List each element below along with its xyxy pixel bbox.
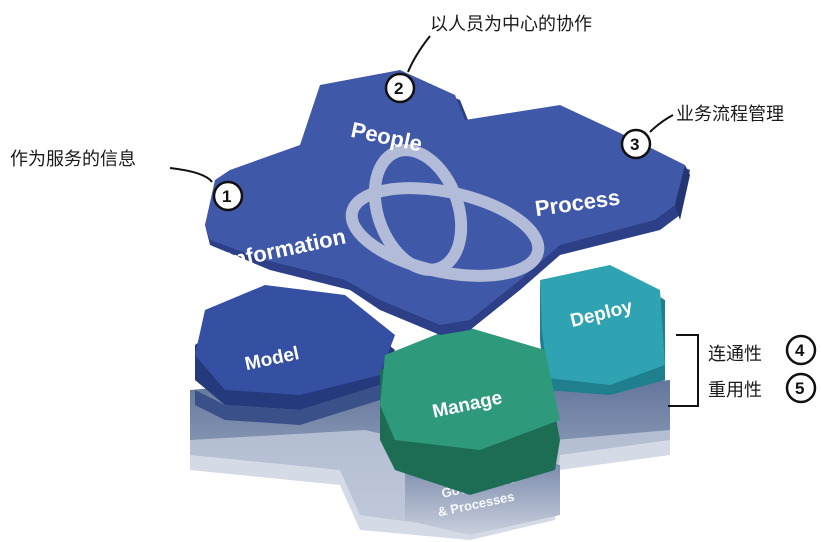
callout-3-num: 3 [630, 135, 639, 154]
callout-3: 业务流程管理 3 [620, 104, 784, 160]
callout-1-circle [212, 180, 244, 212]
callout-4-text: 连通性 [708, 344, 762, 365]
callout-3-leader [649, 114, 674, 133]
top-layer: People Process Information [205, 70, 690, 335]
callout-5: 重用性 5 [708, 372, 817, 404]
callout-2-text: 以人员为中心的协作 [430, 14, 592, 35]
callout-3-text: 业务流程管理 [676, 104, 784, 125]
callout-4: 连通性 4 [708, 334, 817, 366]
collaboration-rings [345, 144, 545, 282]
callout-3-circle [620, 128, 652, 160]
connectivity-reuse-bracket [668, 334, 699, 407]
callout-5-circle [785, 372, 817, 404]
callout-1: 作为服务的信息 1 [10, 149, 244, 212]
callout-2-num: 2 [394, 79, 403, 98]
callout-1-leader [169, 167, 213, 183]
callout-5-num: 5 [795, 379, 804, 398]
callout-1-text: 作为服务的信息 [10, 149, 136, 170]
callout-2-leader [407, 35, 431, 73]
callout-5-text: 重用性 [708, 380, 762, 401]
callout-4-num: 4 [795, 341, 805, 360]
callout-4-circle [785, 334, 817, 366]
manage-hexagon: Manage [380, 325, 560, 495]
model-hexagon: Model [195, 285, 395, 425]
callout-2-circle [384, 72, 416, 104]
callout-2: 以人员为中心的协作 2 [384, 14, 592, 104]
callout-1-num: 1 [222, 187, 231, 206]
deploy-hexagon: Deploy [540, 265, 665, 395]
